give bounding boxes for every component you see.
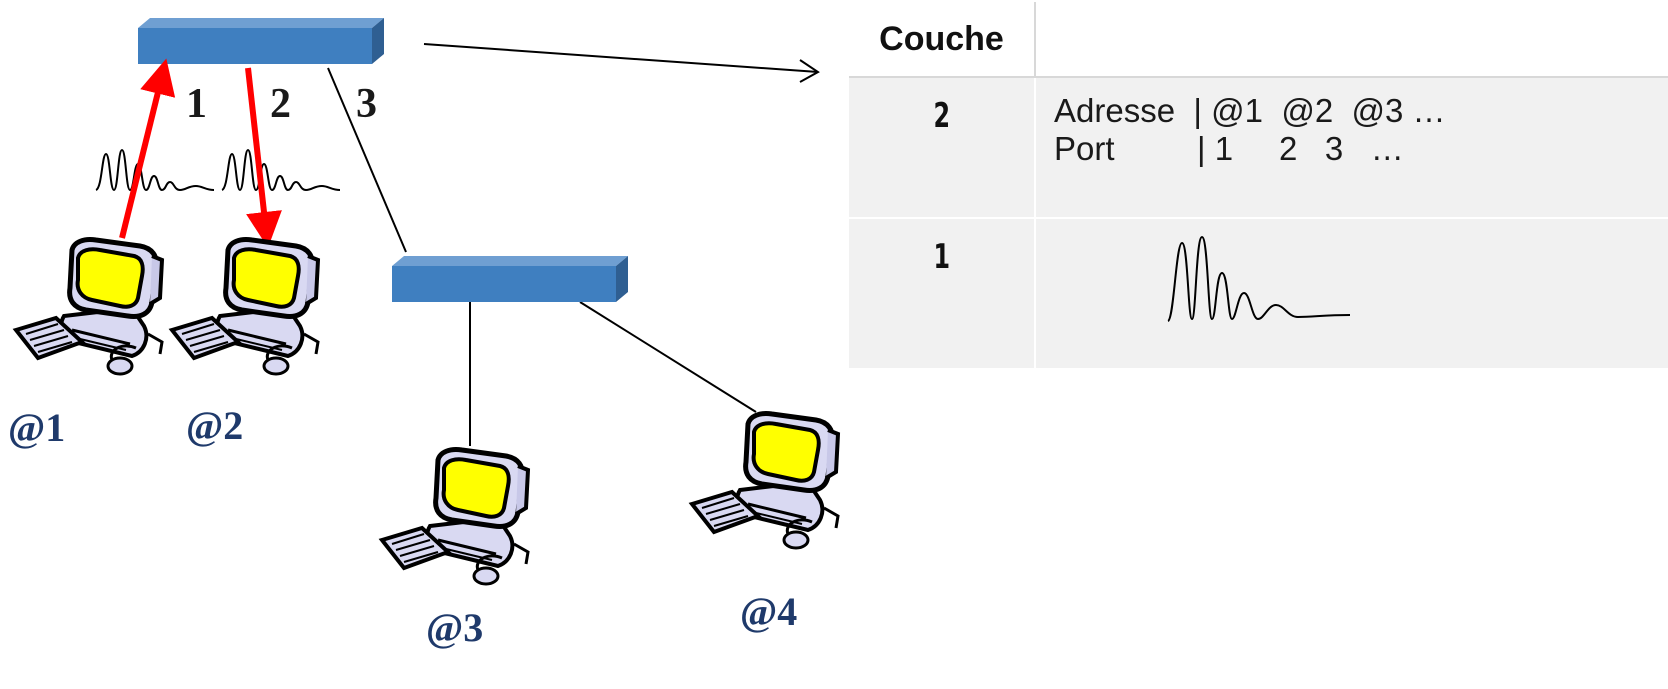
address-row: Adresse | @1 @2 @3 … (1054, 92, 1446, 129)
signal-wave-2 (221, 149, 341, 191)
cable-switch2-to-host4 (579, 301, 757, 413)
host-address-4: @4 (740, 589, 798, 634)
layer-table: Couche 2 Adresse | @1 @2 @3 … Port | 1 2… (849, 2, 1668, 370)
port-row: Port | 1 2 3 … (1054, 130, 1404, 167)
pointer-arrowhead (799, 59, 820, 83)
cable-port3-to-switch2 (327, 67, 407, 253)
layer-1-content (1035, 218, 1668, 370)
layer-number: 1 (849, 218, 1036, 370)
red-arrow-up (119, 58, 176, 239)
computer-icon-2 (172, 239, 318, 374)
layer-number: 2 (849, 77, 1036, 219)
pointer-arrow (423, 43, 819, 73)
host-address-1: @1 (8, 405, 66, 450)
table-row-layer-1: 1 (849, 218, 1668, 370)
column-header-couche: Couche (849, 2, 1036, 78)
signal-wave-1 (95, 149, 215, 191)
host-address-3: @3 (426, 605, 484, 650)
host-address-2: @2 (186, 403, 244, 448)
signal-wave-icon (1167, 235, 1351, 322)
port-label-1: 1 (186, 81, 207, 127)
switch-1 (138, 18, 384, 64)
computer-icon-3 (382, 449, 528, 584)
red-arrow-down (245, 67, 282, 248)
table-header-row: Couche (849, 2, 1668, 78)
computer-icon-1 (16, 239, 162, 374)
port-label-3: 3 (356, 81, 377, 127)
switch-2 (392, 256, 628, 302)
port-label-2: 2 (270, 81, 291, 127)
computer-icon-4 (692, 413, 838, 548)
column-header-empty (1035, 2, 1668, 78)
layer-2-content: Adresse | @1 @2 @3 … Port | 1 2 3 … (1035, 77, 1668, 219)
table-row-layer-2: 2 Adresse | @1 @2 @3 … Port | 1 2 3 … (849, 77, 1668, 219)
